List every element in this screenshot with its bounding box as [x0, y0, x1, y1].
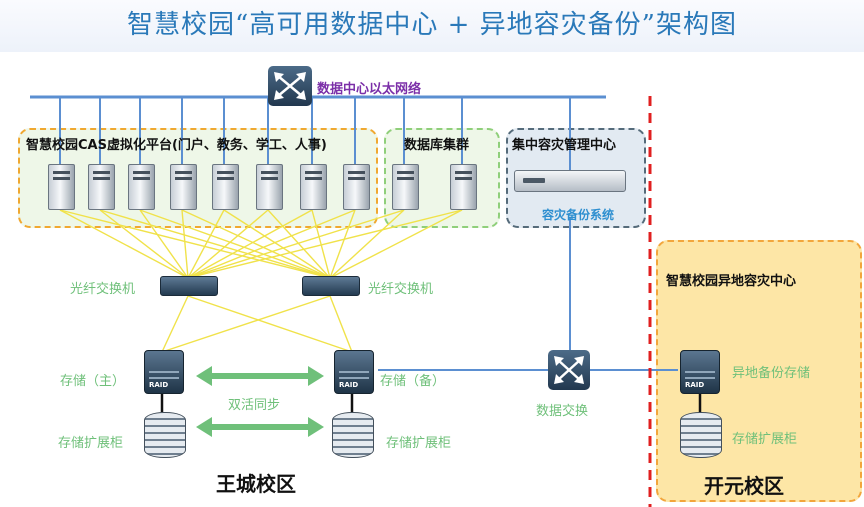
sync-label: 双活同步 — [228, 398, 281, 413]
expansion-right-icon — [332, 412, 374, 458]
expansion-right-label: 存储扩展柜 — [386, 436, 452, 451]
server-icon — [88, 164, 115, 210]
data-exchange-label: 数据交换 — [536, 404, 589, 419]
expansion-left-icon — [144, 412, 186, 458]
remote-expansion-label: 存储扩展柜 — [732, 432, 798, 447]
data-exchange-switch-icon — [548, 350, 590, 390]
server-icon — [48, 164, 75, 210]
server-icon — [170, 164, 197, 210]
ethernet-label: 数据中心以太网络 — [317, 82, 422, 97]
database-cluster-label: 数据库集群 — [404, 138, 470, 153]
db-server-icon — [450, 164, 477, 210]
storage-backup-icon: RAID — [334, 350, 374, 394]
fc-switch-right-label: 光纤交换机 — [368, 282, 434, 297]
storage-primary-icon: RAID — [144, 350, 184, 394]
fc-switch-left-label: 光纤交换机 — [70, 282, 136, 297]
dr-appliance-icon — [514, 170, 626, 192]
page-title: 智慧校园“高可用数据中心 + 异地容灾备份”架构图 — [0, 0, 864, 52]
storage-primary-label: 存储（主） — [60, 374, 126, 389]
fc-links — [59, 209, 463, 353]
server-icon — [128, 164, 155, 210]
main-campus-label: 王城校区 — [216, 472, 296, 496]
server-uplinks — [59, 97, 571, 350]
db-server-icon — [392, 164, 419, 210]
dr-management-label: 集中容灾管理中心 — [512, 138, 617, 153]
remote-campus-label: 开元校区 — [704, 474, 784, 498]
cas-platform-label: 智慧校园CAS虚拟化平台(门户、教务、学工、人事) — [26, 138, 327, 153]
remote-storage-icon: RAID — [680, 350, 720, 394]
server-icon — [343, 164, 370, 210]
server-icon — [256, 164, 283, 210]
remote-storage-label: 异地备份存储 — [732, 366, 811, 381]
remote-expansion-icon — [680, 412, 722, 458]
sync-arrow — [196, 366, 324, 386]
storage-backup-label: 存储（备） — [380, 374, 446, 389]
remote-dr-center-label: 智慧校园异地容灾中心 — [666, 274, 797, 289]
server-icon — [300, 164, 327, 210]
fc-switch-right-icon — [302, 276, 360, 296]
fc-switch-left-icon — [160, 276, 218, 296]
core-router-icon — [268, 66, 312, 106]
expansion-sync-arrow — [196, 417, 324, 437]
server-icon — [212, 164, 239, 210]
expansion-left-label: 存储扩展柜 — [58, 436, 124, 451]
dr-system-label: 容灾备份系统 — [542, 208, 615, 222]
